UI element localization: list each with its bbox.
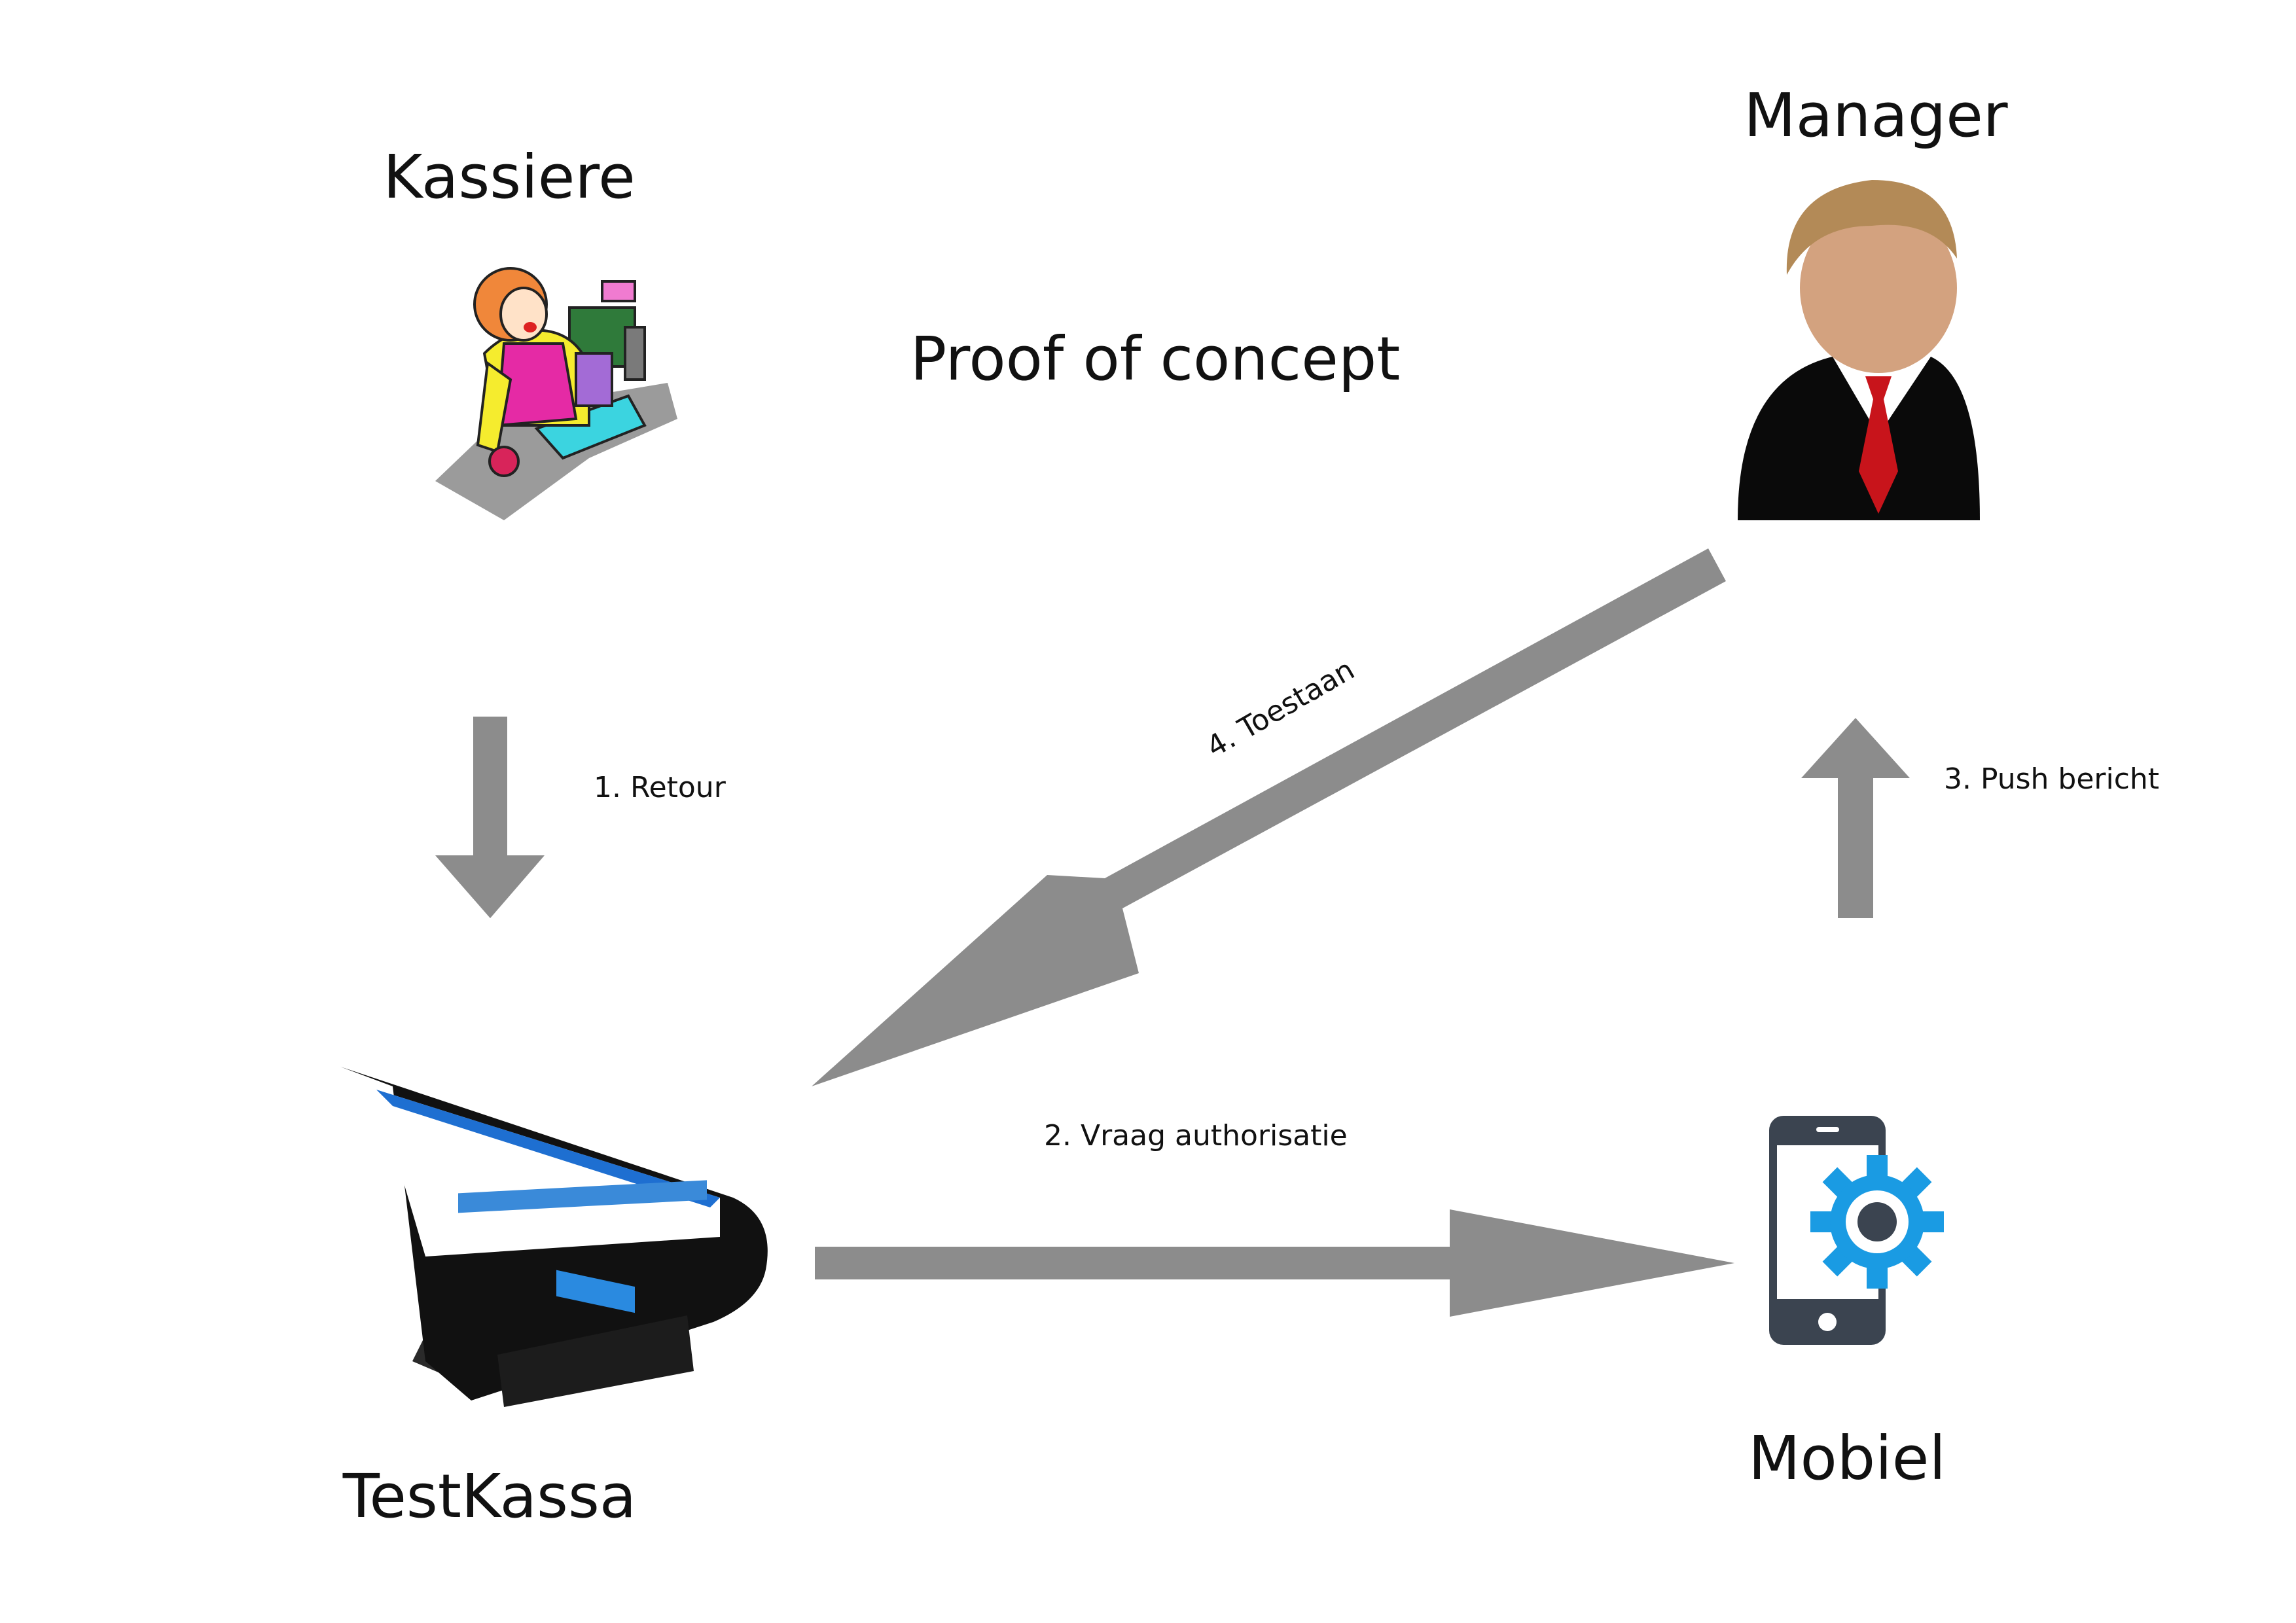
testkassa-label: TestKassa [342,1461,637,1531]
manager-label: Manager [1744,80,2007,151]
step-toestaan-label: 4. Toestaan [1201,653,1360,764]
arrow-toestaan [812,548,1726,1086]
arrow-push-bericht [1801,718,1910,918]
step-vraag-label: 2. Vraag authorisatie [1044,1119,1348,1152]
pos-terminal-icon [340,1067,768,1407]
phone-gear-icon [1769,1116,1944,1345]
mobiel-label: Mobiel [1748,1423,1946,1493]
arrow-retour [435,717,545,918]
diagram-title: Proof of concept [910,324,1401,394]
manager-person-icon [1738,180,1980,520]
step-push-label: 3. Push bericht [1944,762,2159,796]
kassiere-label: Kassiere [383,142,636,212]
arrow-vraag-authorisatie [815,1209,1734,1317]
step-retour-label: 1. Retour [594,771,726,804]
cashier-illustration [435,267,677,520]
